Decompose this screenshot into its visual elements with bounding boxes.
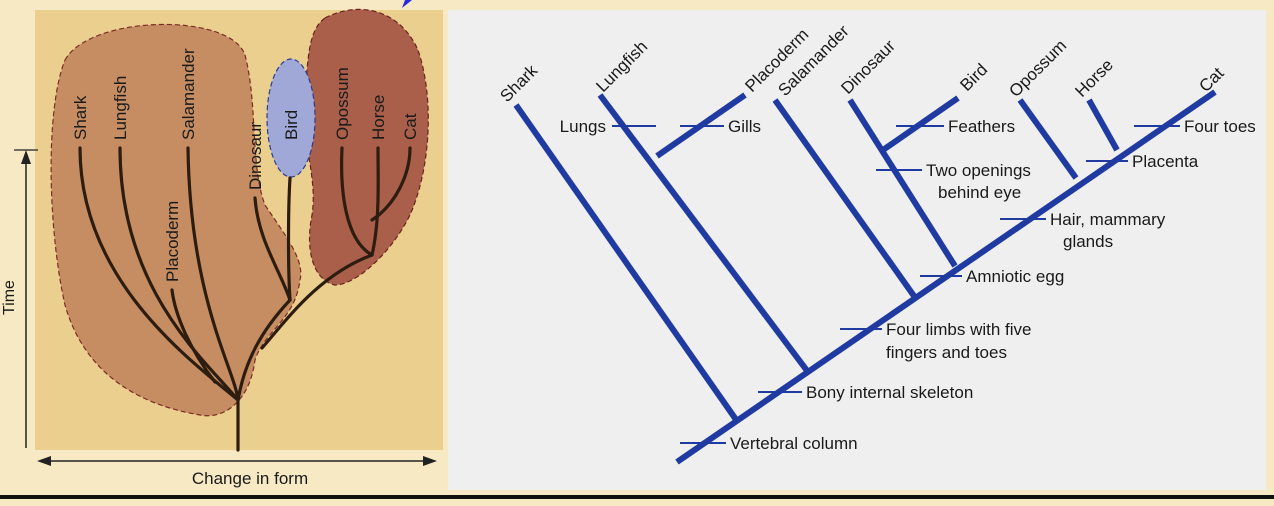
- branch-dinosaur-bird: [847, 98, 958, 268]
- trait-label-bony-skeleton: Bony internal skeleton: [806, 383, 973, 402]
- trait-label-four-toes: Four toes: [1184, 117, 1256, 136]
- mammal-group-blob: [303, 8, 429, 286]
- left-taxon-label: Shark: [71, 95, 90, 140]
- branch-horse: [1086, 98, 1120, 152]
- trait-label-hair: Hair, mammary: [1050, 210, 1166, 229]
- branch-bird: [286, 176, 292, 302]
- branch-salamander: [772, 98, 917, 298]
- branch-placoderm: [170, 288, 217, 384]
- trait-label-hair: glands: [1063, 232, 1113, 251]
- trait-label-placenta: Placenta: [1132, 152, 1199, 171]
- branch-salamander: [186, 146, 240, 402]
- branch-opossum: [1017, 98, 1079, 180]
- bottom-border: [0, 495, 1274, 499]
- branch-horse: [370, 146, 380, 257]
- branch-mammal-stem: [260, 253, 374, 350]
- change-in-form-axis: Change in form: [37, 456, 437, 488]
- trait-label-amniotic-egg: Amniotic egg: [966, 267, 1064, 286]
- branch-lungfish: [118, 146, 240, 402]
- trait-label-four-limbs: fingers and toes: [886, 343, 1007, 362]
- trait-label-lungs: Lungs: [560, 117, 606, 136]
- evolution-taxa-labels: Shark Lungfish Placoderm Salamander Dino…: [71, 48, 420, 282]
- branch-bird: [881, 95, 960, 153]
- left-taxon-label: Horse: [369, 95, 388, 140]
- left-taxon-label: Placoderm: [163, 201, 182, 282]
- left-taxon-label: Cat: [401, 113, 420, 140]
- title-fragment: [402, 0, 412, 8]
- left-taxon-label: Opossum: [333, 67, 352, 140]
- trait-label-gills: Gills: [728, 117, 761, 136]
- trait-label-four-limbs: Four limbs with five: [886, 320, 1031, 339]
- branch-lungfish-placoderm: [597, 93, 811, 374]
- left-taxon-label: Dinosaur: [246, 122, 265, 190]
- left-taxon-label: Bird: [282, 110, 301, 140]
- trait-markers: [612, 125, 1180, 444]
- evolution-tree-diagram: Shark Lungfish Placoderm Salamander Dino…: [1, 8, 443, 488]
- branch-dinosaur: [253, 196, 292, 302]
- branch-cat: [370, 146, 412, 222]
- left-taxon-label: Lungfish: [111, 76, 130, 140]
- left-taxon-label: Salamander: [179, 48, 198, 140]
- cladogram-panel: [448, 10, 1266, 490]
- branch-opossum: [340, 146, 374, 257]
- trait-label-two-openings: behind eye: [938, 183, 1021, 202]
- cladogram-diagram: Shark Lungfish Placoderm Salamander Dino…: [448, 10, 1266, 490]
- branch-shark: [513, 103, 740, 423]
- evolution-branches: [78, 146, 412, 452]
- trait-label-vertebral-column: Vertebral column: [730, 434, 858, 453]
- cladogram-trait-labels: Lungs Gills Feathers Two openings behind…: [560, 117, 1256, 453]
- change-in-form-label: Change in form: [192, 469, 308, 488]
- fish-reptile-group-blob: [50, 23, 302, 417]
- time-axis: Time: [1, 149, 38, 448]
- trait-label-two-openings: Two openings: [926, 161, 1031, 180]
- time-axis-label: Time: [1, 280, 18, 315]
- trait-label-feathers: Feathers: [948, 117, 1015, 136]
- branch-amniote: [236, 298, 292, 402]
